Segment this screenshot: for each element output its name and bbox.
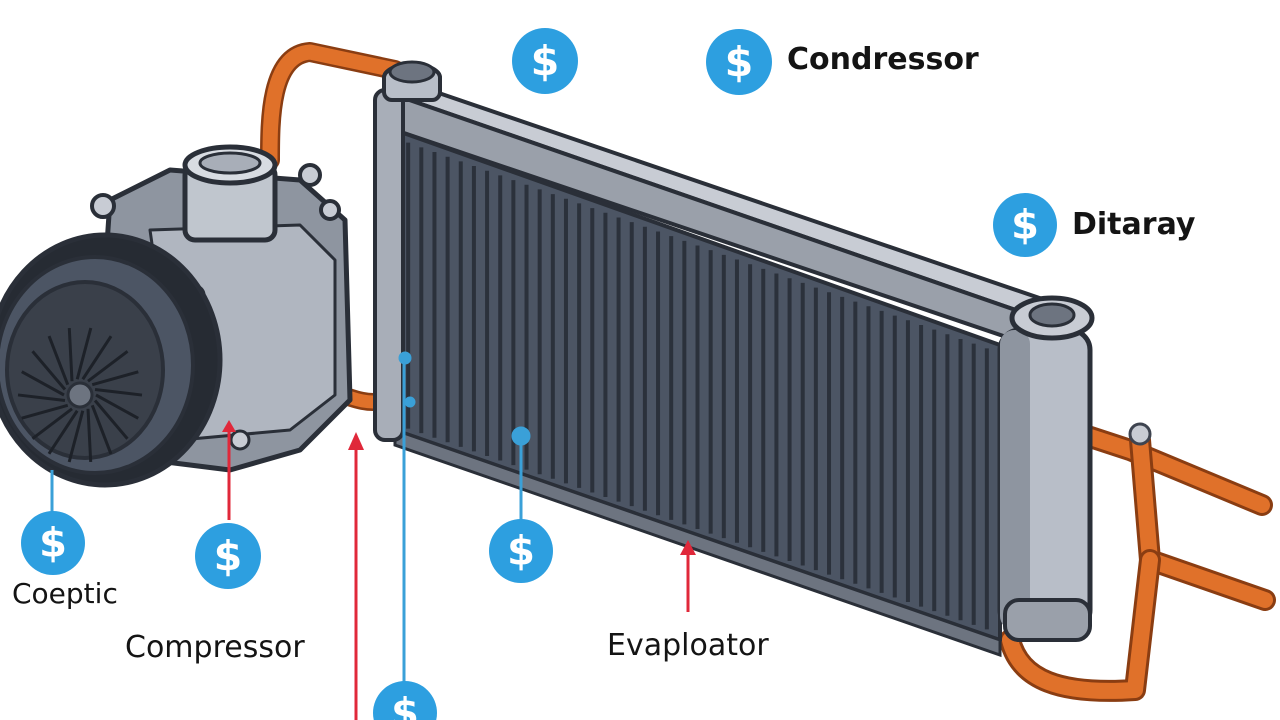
condenser-radiator bbox=[373, 60, 1095, 658]
svg-text:$: $ bbox=[214, 532, 243, 580]
label-left-small: Coeptic bbox=[12, 577, 118, 610]
pulley-spoke bbox=[93, 399, 129, 440]
pulley-spoke bbox=[21, 370, 65, 397]
pulley-spoke bbox=[47, 335, 70, 386]
pulley-spoke bbox=[67, 327, 74, 382]
dollar-badge-icon: $ bbox=[21, 511, 85, 575]
pulley-spoke bbox=[87, 350, 129, 383]
pulley-spoke bbox=[31, 407, 73, 440]
svg-text:$: $ bbox=[531, 37, 560, 85]
flow-arrows bbox=[222, 420, 696, 720]
radiator-fins bbox=[406, 142, 989, 630]
svg-text:$: $ bbox=[391, 690, 419, 720]
svg-text:$: $ bbox=[39, 520, 67, 566]
dollar-badge-icon: $ bbox=[195, 523, 261, 589]
pulley-spoke bbox=[91, 370, 139, 387]
dollar-badge-icon: $ bbox=[993, 193, 1057, 257]
pulley-spokes bbox=[17, 327, 143, 463]
dollar-badge-icon: $ bbox=[512, 28, 578, 94]
pulley-spoke bbox=[67, 410, 85, 463]
dollar-badge-icon: $ bbox=[489, 519, 553, 583]
leader-lines bbox=[50, 351, 531, 690]
dollar-badges: $ $ $ $ $ $ $ bbox=[21, 28, 1057, 720]
pulley-spoke bbox=[90, 404, 113, 455]
label-compressor: Compressor bbox=[125, 630, 305, 665]
pulley-spoke bbox=[95, 393, 139, 420]
dollar-badge-icon: $ bbox=[706, 29, 772, 95]
pulley-spoke bbox=[21, 403, 69, 420]
pulley-spoke bbox=[86, 408, 93, 463]
pulley-spoke bbox=[47, 409, 79, 455]
dollar-badge-icon: $ bbox=[373, 681, 437, 720]
pulley-spoke bbox=[81, 335, 113, 381]
pulley-spoke bbox=[31, 350, 67, 391]
pulley-spoke bbox=[17, 393, 66, 402]
label-right-side: Ditaray bbox=[1072, 207, 1196, 242]
pulley-spoke bbox=[75, 327, 93, 380]
label-condenser: Condressor bbox=[787, 42, 979, 77]
svg-text:$: $ bbox=[507, 528, 535, 574]
svg-text:$: $ bbox=[725, 38, 754, 86]
compressor-unit bbox=[0, 144, 353, 488]
svg-text:$: $ bbox=[1011, 202, 1039, 248]
label-evaporator: Evaploator bbox=[607, 628, 769, 663]
pulley-spoke bbox=[94, 388, 143, 397]
